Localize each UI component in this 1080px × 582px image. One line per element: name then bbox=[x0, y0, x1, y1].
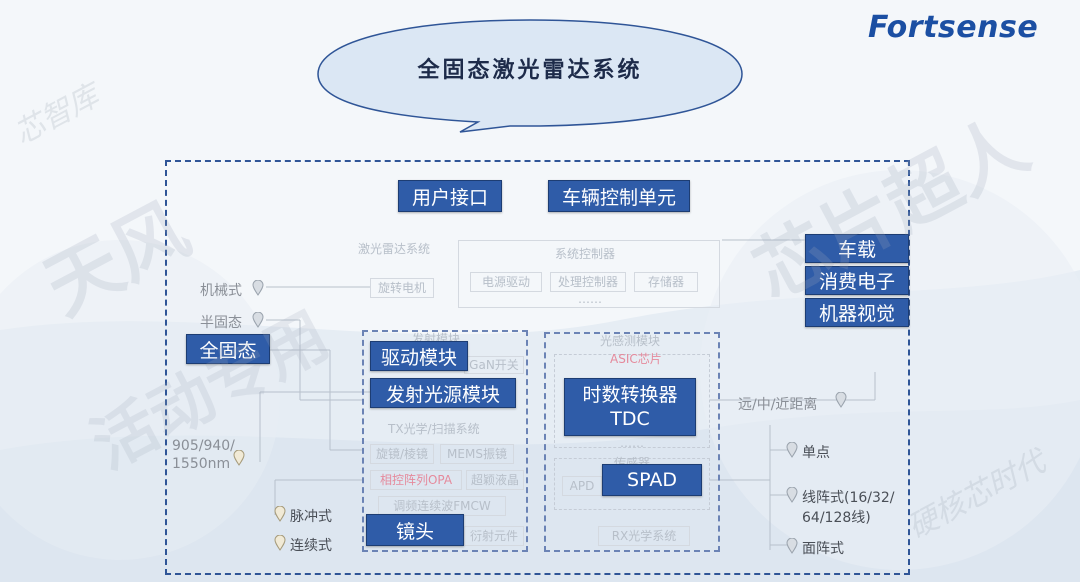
receiver-module-title: 光感测模块 bbox=[600, 334, 661, 348]
receiver-more: …… bbox=[620, 436, 644, 450]
system-controller-title: 系统控制器 bbox=[555, 247, 616, 261]
pulse-type-pulsed: 脉冲式 bbox=[290, 509, 332, 525]
gan-switch-box: GaN开关 bbox=[464, 356, 524, 374]
tdc-line-1: 时数转换器 bbox=[582, 384, 678, 406]
brand-logo: Fortsense bbox=[868, 10, 1039, 45]
system-controller-box bbox=[458, 240, 720, 308]
tx-item-fmcw: 调频连续波FMCW bbox=[378, 496, 506, 516]
rx-optics-box: RX光学系统 bbox=[598, 526, 690, 546]
apd-box: APD bbox=[562, 476, 602, 496]
spad-label: SPAD bbox=[602, 464, 702, 496]
rotating-motor-box: 旋转电机 bbox=[370, 278, 434, 298]
range-label: 远/中/近距离 bbox=[738, 397, 818, 413]
location-pin-icon bbox=[786, 538, 798, 554]
location-pin-icon bbox=[252, 312, 264, 328]
tx-item-mems: MEMS振镜 bbox=[440, 444, 514, 464]
controller-item-memory: 存储器 bbox=[634, 272, 698, 292]
location-pin-icon bbox=[786, 442, 798, 458]
location-pin-icon bbox=[233, 450, 245, 466]
receiver-section bbox=[544, 332, 720, 552]
lens-label: 镜头 bbox=[366, 514, 464, 546]
user-interface-label: 用户接口 bbox=[398, 180, 502, 212]
tx-optics-title: TX光学/扫描系统 bbox=[388, 422, 480, 436]
tx-item-metasurface: 超颖液晶 bbox=[466, 470, 524, 490]
light-source-module-label: 发射光源模块 bbox=[370, 378, 516, 408]
location-pin-icon bbox=[274, 506, 286, 522]
detector-type-line-array-2: 64/128线) bbox=[802, 510, 871, 526]
detector-type-single-point: 单点 bbox=[802, 445, 830, 461]
tx-item-opa: 相控阵列OPA bbox=[370, 470, 462, 490]
location-pin-icon bbox=[274, 535, 286, 551]
scan-type-semi-solid: 半固态 bbox=[200, 315, 242, 331]
wavelength-line-1: 905/940/ bbox=[172, 438, 235, 454]
asic-box bbox=[554, 354, 710, 448]
tx-item-rotating-mirror: 旋镜/棱镜 bbox=[370, 444, 434, 464]
emitter-section bbox=[362, 330, 528, 552]
lidar-system-title: 激光雷达系统 bbox=[358, 242, 431, 256]
app-label-vehicle: 车载 bbox=[805, 234, 909, 263]
detector-type-line-array-1: 线阵式(16/32/ bbox=[802, 490, 895, 506]
tdc-label: 时数转换器 TDC bbox=[564, 378, 696, 436]
location-pin-icon bbox=[835, 392, 847, 408]
title-bubble bbox=[317, 19, 743, 133]
diffractive-element-box: 衍射元件 bbox=[464, 526, 524, 546]
driver-module-label: 驱动模块 bbox=[370, 341, 468, 371]
location-pin-icon bbox=[786, 487, 798, 503]
asic-chip-label: ASIC芯片 bbox=[610, 352, 662, 366]
controller-item-processor: 处理控制器 bbox=[550, 272, 626, 292]
app-label-machine-vision: 机器视觉 bbox=[805, 298, 909, 327]
vehicle-control-label: 车辆控制单元 bbox=[548, 180, 690, 212]
controller-more: …… bbox=[578, 292, 602, 306]
tdc-line-2: TDC bbox=[610, 408, 650, 430]
controller-item-power: 电源驱动 bbox=[470, 272, 542, 292]
detector-type-area-array: 面阵式 bbox=[802, 541, 844, 557]
scan-type-solid-state: 全固态 bbox=[186, 334, 270, 364]
app-label-consumer-electronics: 消费电子 bbox=[805, 266, 909, 295]
location-pin-icon bbox=[252, 280, 264, 296]
scan-type-mechanical: 机械式 bbox=[200, 283, 242, 299]
system-frame bbox=[165, 160, 910, 575]
page-title: 全固态激光雷达系统 bbox=[417, 58, 643, 83]
wavelength-line-2: 1550nm bbox=[172, 456, 231, 472]
sensor-box bbox=[554, 458, 710, 510]
pulse-type-continuous: 连续式 bbox=[290, 538, 332, 554]
